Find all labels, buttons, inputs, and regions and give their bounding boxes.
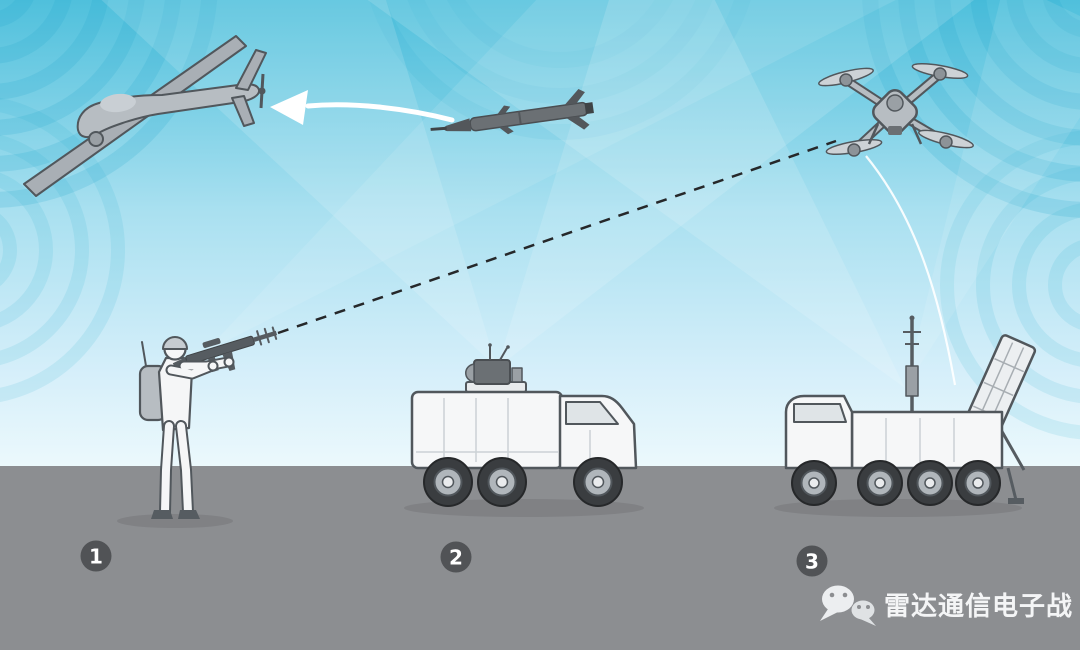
uav-cockpit [100, 93, 136, 113]
quadcopter-drone [818, 62, 974, 157]
jammer-side-box [511, 367, 523, 383]
badge-number: 2 [449, 546, 463, 570]
soldier-legs [159, 420, 194, 518]
quadcopter-legs [867, 123, 923, 145]
jammer-truck [410, 343, 638, 507]
badge-circle [80, 540, 112, 572]
soldier-helmet [162, 336, 188, 350]
gun-scope [202, 338, 221, 349]
missile-fin [499, 126, 514, 135]
soldier-boot [178, 510, 200, 519]
signal-beams [101, 0, 1080, 388]
signal-beam [367, 0, 905, 388]
missile-fin [564, 88, 585, 106]
missile-trajectory-line [865, 155, 957, 386]
soldier-arms [165, 356, 234, 380]
signal-beam [497, 0, 975, 368]
quadcopter-rotor-hubs [839, 67, 953, 157]
roof-jammer-unit [465, 343, 523, 385]
missile-band [517, 111, 522, 125]
truck-panel-seams [416, 398, 558, 462]
badge-circle [796, 545, 828, 577]
antenna-mast [903, 315, 921, 414]
quadcopter-body [872, 89, 918, 135]
badge-1: 1 [80, 540, 112, 572]
missile-fin [497, 105, 511, 115]
jammer-antenna [499, 347, 508, 361]
missile-probe [430, 126, 447, 131]
gun-yagi-element [263, 327, 270, 344]
ground [0, 466, 1080, 650]
wheel [791, 460, 837, 506]
jammer-dish [465, 363, 475, 383]
launcher-jack-foot [1008, 498, 1024, 504]
soldier-hand [207, 360, 219, 372]
missile-launcher-vehicle [784, 315, 1037, 506]
launcher-strut [998, 427, 1026, 471]
missile-nozzle [584, 102, 594, 115]
wheel [423, 457, 473, 507]
badge-number: 3 [805, 550, 819, 574]
gun-yagi-element [256, 330, 263, 346]
quadcopter-dome [886, 94, 904, 112]
wechat-icon [820, 585, 876, 626]
interceptor-missile [430, 88, 594, 135]
soldier-with-jammer-gun [138, 326, 278, 519]
wheel [573, 457, 623, 507]
soldier-hand [223, 356, 235, 368]
launcher-windshield [793, 403, 847, 423]
arrow-head [270, 90, 308, 125]
wheel [857, 460, 903, 506]
badge-3: 3 [796, 545, 828, 577]
quadcopter-camera [888, 126, 902, 135]
uav-prop-hub [258, 87, 266, 95]
watermark-text: 雷达通信电子战 [884, 592, 1073, 622]
launcher-panel-seams [885, 418, 955, 462]
wheel [477, 457, 527, 507]
ripple-decoration-top-center [369, 0, 751, 140]
gun-yagi-element [271, 326, 278, 340]
ripple-decoration-left [0, 97, 125, 403]
missile-fin [566, 116, 590, 130]
uav-tail-fin-upper [235, 49, 267, 91]
badge-number: 1 [89, 545, 103, 569]
missile-nose [443, 118, 472, 132]
signal-beam [905, 0, 1080, 388]
watermark: 雷达通信电子战 [820, 585, 1073, 626]
launcher-jack-leg [1006, 467, 1018, 501]
wheel [907, 460, 953, 506]
uav-sensor-ball [88, 131, 104, 147]
fixed-wing-uav [23, 35, 267, 197]
ripple-decoration-right [940, 130, 1080, 440]
intercept-arrow [270, 90, 455, 125]
truck-windshield [565, 401, 619, 425]
badge-2: 2 [440, 541, 472, 573]
badge-circle [440, 541, 472, 573]
uav-tail-fin-lower [231, 95, 255, 127]
backpack-antenna [141, 341, 147, 367]
signal-beam [205, 0, 896, 352]
truck-box-body [410, 390, 564, 470]
intercept-arrow-shaft [305, 102, 455, 123]
ground-shadows [117, 499, 1022, 528]
soldier-boot [151, 510, 173, 519]
wheel [955, 460, 1001, 506]
launcher-chassis-body [850, 410, 1004, 470]
